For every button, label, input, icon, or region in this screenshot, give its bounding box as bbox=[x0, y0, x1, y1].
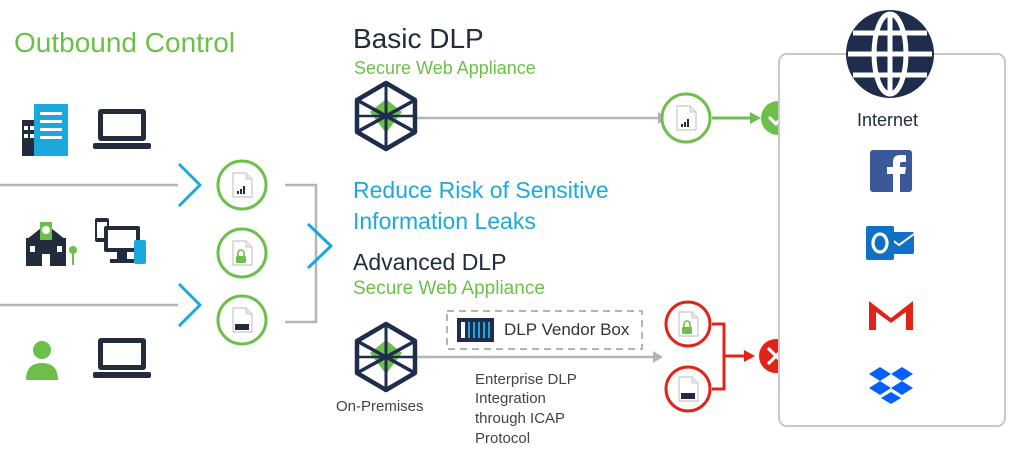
gmail-icon bbox=[869, 299, 913, 330]
outlook-icon bbox=[866, 226, 915, 260]
laptop-icon bbox=[93, 338, 151, 378]
dlp-vendor-box-label: DLP Vendor Box bbox=[504, 320, 630, 339]
section-title: Outbound Control bbox=[14, 27, 236, 58]
internet-label: Internet bbox=[857, 110, 919, 130]
doc-document-icon bbox=[216, 294, 268, 346]
chart-document-icon bbox=[216, 159, 268, 211]
chevron-right-icon bbox=[177, 282, 202, 328]
bracket-line bbox=[285, 183, 318, 324]
facebook-icon bbox=[870, 150, 912, 192]
devices-icon bbox=[95, 218, 146, 264]
chevron-right-icon bbox=[177, 162, 202, 208]
advanced-dlp-subtitle: Secure Web Appliance bbox=[353, 278, 545, 299]
integration-line: Integration bbox=[475, 390, 546, 407]
school-building-icon bbox=[26, 222, 77, 266]
blocked-flow-bracket bbox=[712, 322, 726, 391]
tagline-line2: Information Leaks bbox=[353, 208, 536, 234]
person-icon bbox=[26, 341, 58, 380]
on-premises-label: On-Premises bbox=[336, 398, 424, 415]
integration-line: Protocol bbox=[475, 430, 531, 447]
arrowhead-icon bbox=[744, 350, 755, 362]
advanced-dlp-title: Advanced DLP bbox=[353, 249, 507, 275]
arrowhead-icon bbox=[750, 112, 761, 124]
arrowhead-icon bbox=[653, 351, 663, 363]
globe-icon bbox=[846, 10, 934, 98]
basic-dlp-subtitle: Secure Web Appliance bbox=[354, 58, 536, 78]
locked-document-icon bbox=[664, 300, 712, 348]
integration-line: Enterprise DLP bbox=[475, 371, 577, 388]
tagline-line1: Reduce Risk of Sensitive bbox=[353, 177, 609, 203]
laptop-icon bbox=[93, 109, 151, 149]
integration-line: through ICAP bbox=[475, 410, 566, 427]
basic-dlp-title: Basic DLP bbox=[353, 23, 484, 54]
server-icon bbox=[457, 318, 494, 342]
dlp-vendor-box-frame bbox=[446, 310, 643, 350]
chart-document-icon bbox=[660, 92, 712, 144]
dropbox-icon bbox=[869, 367, 913, 404]
office-building-icon bbox=[22, 104, 68, 156]
locked-document-icon bbox=[216, 227, 268, 279]
doc-document-icon bbox=[664, 365, 712, 413]
web-appliance-icon bbox=[357, 324, 415, 390]
chevron-right-icon bbox=[306, 222, 333, 270]
web-appliance-icon bbox=[357, 83, 415, 149]
